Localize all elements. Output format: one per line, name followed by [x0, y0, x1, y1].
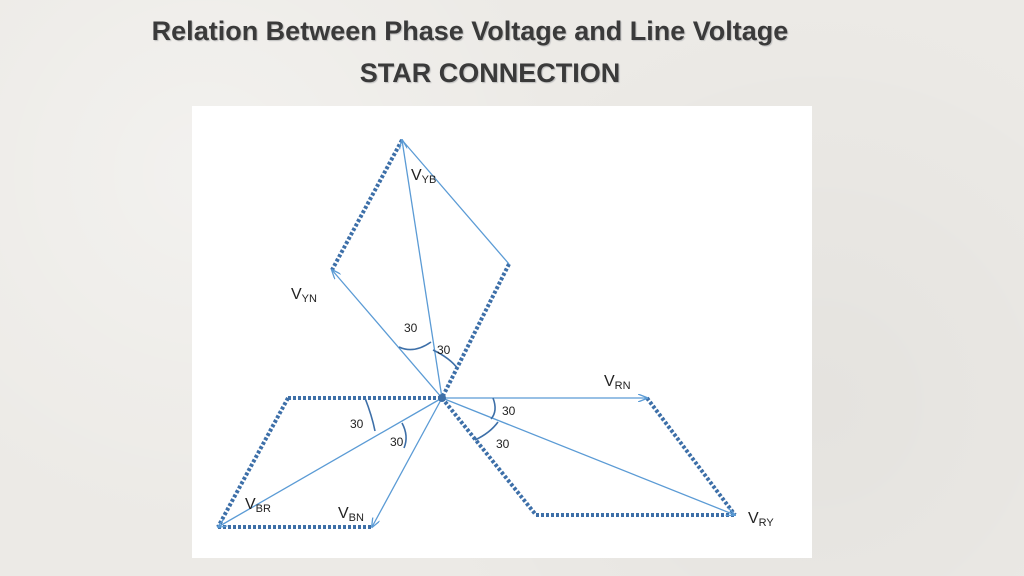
diagram-panel: VYB VYN VRN VRY VBR VBN 30 30 30 30 30 3… [192, 106, 812, 558]
angle-label-6: 30 [390, 435, 404, 449]
phasor-vyb [402, 140, 443, 399]
phasor-vbr [218, 397, 443, 527]
angle-label-5: 30 [350, 417, 364, 431]
angle-label-1: 30 [404, 321, 418, 335]
phasors [218, 140, 735, 527]
dotted-vbr-left [216, 397, 290, 528]
dotted-vry-bottom [440, 396, 538, 517]
label-vbr: VBR [245, 496, 271, 515]
dotted-vyb-left [330, 139, 404, 271]
page-subtitle: STAR CONNECTION [359, 58, 621, 88]
phasor-diagram: VYB VYN VRN VRY VBR VBN 30 30 30 30 30 3… [192, 106, 774, 558]
angle-label-3: 30 [502, 404, 516, 418]
phasor-vyn [332, 270, 443, 399]
phasor-vyb-side [401, 139, 510, 265]
label-vyn: VYN [291, 286, 317, 305]
arc-yn-yb [398, 341, 432, 351]
label-vry: VRY [748, 510, 774, 529]
page-title: Relation Between Phase Voltage and Line … [151, 16, 789, 46]
arc-rn-ry [490, 397, 496, 420]
angle-arcs [364, 341, 499, 449]
dotted-vyb-right [440, 263, 511, 399]
arc-br-neg [364, 397, 376, 432]
dotted-vry-top [645, 396, 737, 517]
label-vbn: VBN [338, 505, 364, 524]
phasor-vbn [372, 397, 443, 527]
phasor-vry [441, 397, 735, 515]
angle-label-2: 30 [437, 343, 451, 357]
label-vrn: VRN [604, 373, 631, 392]
angle-label-4: 30 [496, 437, 510, 451]
arc-br-bn [401, 422, 407, 449]
neutral-point [438, 394, 446, 402]
label-vyb: VYB [411, 167, 436, 186]
arc-ry-neg [474, 421, 499, 441]
arc-yb-rn [432, 349, 459, 370]
construction-lines [216, 139, 737, 529]
